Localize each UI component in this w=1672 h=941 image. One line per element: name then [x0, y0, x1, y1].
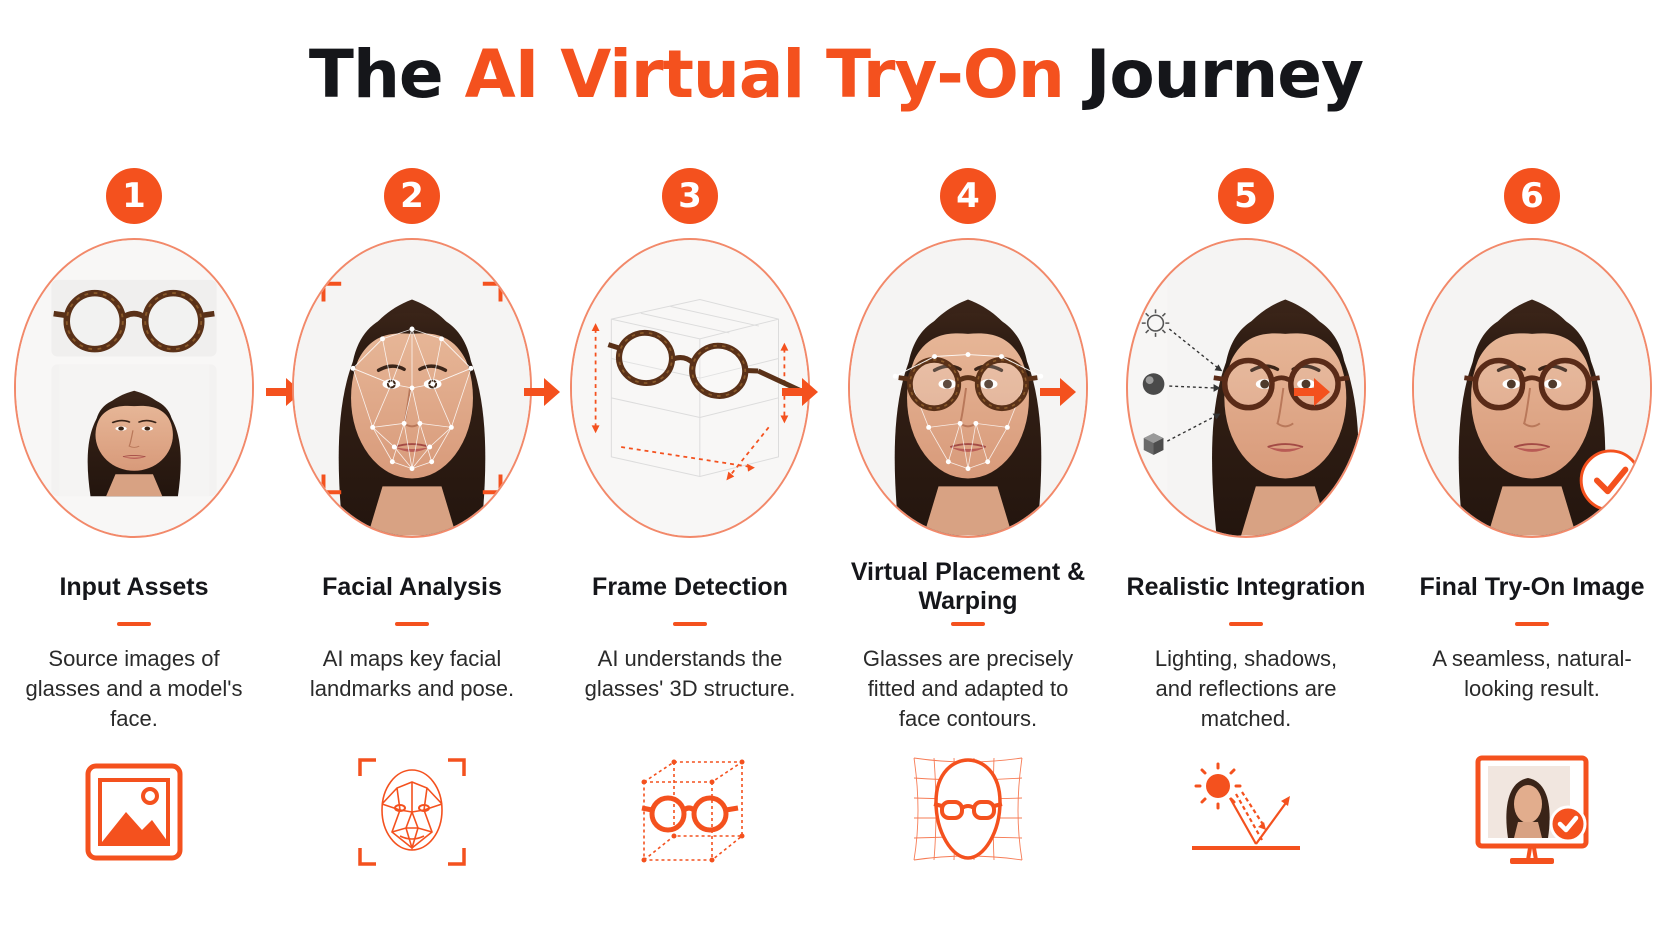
success-check-badge [1579, 449, 1642, 512]
title-underline [117, 622, 151, 626]
title-underline [673, 622, 707, 626]
step-description: AI understands the glasses' 3D structure… [584, 646, 796, 701]
step-4: 4 Virtual Placement & Warping Glasses ar… [838, 0, 1098, 941]
step-title: Final Try-On Image [1419, 572, 1645, 601]
input-assets-image [16, 240, 252, 536]
step-title: Frame Detection [592, 572, 788, 601]
facial-analysis-image [294, 240, 530, 536]
step-description: Glasses are precisely fitted and adapted… [862, 646, 1074, 731]
step-number-badge: 6 [1504, 168, 1560, 224]
face-mesh-icon [352, 752, 472, 872]
title-prefix: The [308, 36, 465, 113]
warp-grid-icon [908, 752, 1028, 872]
step-title: Facial Analysis [322, 572, 502, 601]
step-description: A seamless, natural-looking result. [1432, 646, 1632, 701]
step-5: 5 [1116, 0, 1376, 941]
step-title: Realistic Integration [1126, 572, 1366, 601]
step-description: AI maps key facial landmarks and pose. [309, 646, 515, 701]
realistic-integration-illustration [1126, 238, 1366, 538]
step-6: 6 Final Try-On Image A seamless, natural… [1402, 0, 1662, 941]
page-title: The AI Virtual Try-On Journey [0, 36, 1672, 113]
step-description: Lighting, shadows, and reflections are m… [1154, 646, 1338, 731]
title-accent: AI Virtual Try-On [464, 36, 1065, 113]
light-reflection-icon [1186, 752, 1306, 872]
image-icon [74, 752, 194, 872]
flow-arrow [1292, 372, 1332, 412]
checkmark-icon [1593, 466, 1629, 495]
flow-arrow [780, 372, 820, 412]
title-underline [951, 622, 985, 626]
step-number-badge: 1 [106, 168, 162, 224]
facial-analysis-illustration [292, 238, 532, 538]
glasses-cube-icon [630, 752, 750, 872]
input-assets-illustration [14, 238, 254, 538]
title-underline [1515, 622, 1549, 626]
realistic-integration-image [1141, 240, 1364, 536]
final-try-on-illustration [1412, 238, 1652, 538]
step-number-badge: 2 [384, 168, 440, 224]
step-title: Virtual Placement & Warping [850, 558, 1086, 615]
final-try-on-image [1414, 240, 1650, 536]
title-underline [395, 622, 429, 626]
step-description: Source images of glasses and a model's f… [25, 646, 243, 731]
step-number-badge: 3 [662, 168, 718, 224]
frame-detection-image [572, 240, 808, 536]
title-underline [1229, 622, 1263, 626]
frame-detection-illustration [570, 238, 810, 538]
step-title: Input Assets [59, 572, 209, 601]
flow-arrow [522, 372, 562, 412]
step-2: 2 [282, 0, 542, 941]
flow-arrow [1038, 372, 1078, 412]
step-number-badge: 4 [940, 168, 996, 224]
virtual-placement-image [850, 240, 1086, 536]
monitor-check-icon [1472, 752, 1592, 872]
step-number-badge: 5 [1218, 168, 1274, 224]
step-3: 3 Frame Detection [560, 0, 820, 941]
step-1: 1 Input Assets Source images of glasses … [4, 0, 264, 941]
title-suffix: Journey [1063, 36, 1364, 113]
